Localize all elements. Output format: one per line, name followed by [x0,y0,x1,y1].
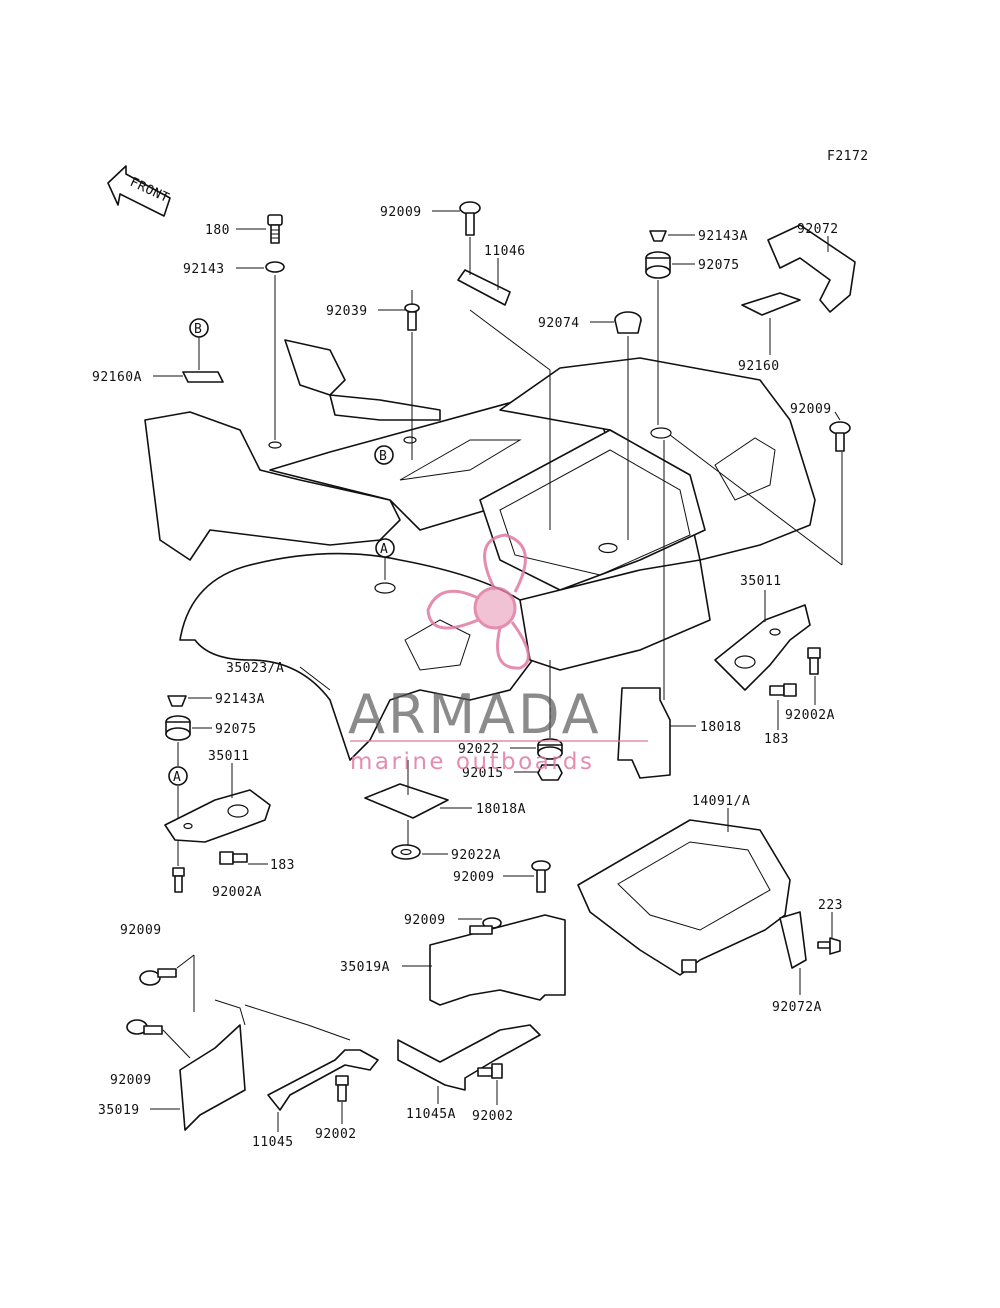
bolt-92002A-right-icon [807,647,821,675]
pin-92039-icon [404,290,420,331]
label-92002A-left: 92002A [212,885,262,900]
label-11046: 11046 [484,244,526,259]
label-92009-bl1: 92009 [120,923,162,938]
pad-92160A-icon [182,371,224,383]
label-35011-left: 35011 [208,749,250,764]
part-labels: 180 92143 92160A 92009 11046 92039 92074… [92,205,843,1150]
leader-lines [150,210,841,1132]
ref-a-circle-center: A [375,538,395,558]
ref-b-circle-left: B [189,318,209,338]
nut-92015-icon [537,764,563,781]
label-92143A-top: 92143A [698,229,748,244]
label-92009-mid: 92009 [453,870,495,885]
label-11045: 11045 [252,1135,294,1150]
label-92074: 92074 [538,316,580,331]
figure-code: F2172 [827,149,869,164]
bracket-35011-right-icon [714,604,811,691]
watermark-tagline: marine outboards [350,749,594,775]
bracket-11045A-icon [397,1024,541,1091]
label-92143A-left: 92143A [215,692,265,707]
label-183-right: 183 [764,732,789,747]
bolt-92009-mid-icon [531,860,551,893]
bolt-92002-b-icon [477,1063,503,1079]
bolt-92002A-left-icon [172,867,185,893]
label-183-left: 183 [270,858,295,873]
label-92072A: 92072A [772,1000,822,1015]
guard-35019-icon [179,1024,246,1131]
bolt-183-left-icon [219,851,248,865]
damper-92022A-icon [391,844,421,860]
svg-text:A: A [380,542,388,557]
label-14091A: 14091/A [692,794,750,809]
label-35019A: 35019A [340,960,390,975]
bolt-92009-right-icon [829,421,851,452]
label-92143: 92143 [183,262,225,277]
label-35019: 35019 [98,1103,140,1118]
label-92160: 92160 [738,359,780,374]
screw-223-icon [817,937,841,955]
label-92075-top: 92075 [698,258,740,273]
bracket-18018-icon [617,687,671,779]
label-92015: 92015 [462,766,504,781]
propeller-logo-icon [426,533,530,670]
guard-35019A-icon [429,914,566,1006]
label-35023A: 35023/A [226,661,284,676]
svg-text:B: B [194,322,202,337]
grommet-92143A-top-icon [649,230,667,242]
label-11045A: 11045A [406,1107,456,1122]
label-92002-b: 92002 [472,1109,514,1124]
label-35011-right: 35011 [740,574,782,589]
label-92022A: 92022A [451,848,501,863]
bracket-11045-icon [267,1049,379,1111]
label-18018: 18018 [700,720,742,735]
label-92009-bl2: 92009 [110,1073,152,1088]
ref-b-circle-mid: B [374,445,394,465]
rear-fender-35023 [144,339,816,761]
pad-92160-icon [741,292,801,316]
clip-11046-icon [457,269,511,306]
damper-92075-top-icon [645,251,671,279]
grommet-92143-icon [265,261,285,273]
watermark-brand: ARMADA [348,683,602,746]
bolt-92009-c-icon [469,917,502,935]
watermark: ARMADA marine outboards [348,533,648,775]
label-92039: 92039 [326,304,368,319]
plate-18018A-icon [364,783,449,819]
label-92160A: 92160A [92,370,142,385]
bolt-180-icon [267,214,283,244]
label-92009-right: 92009 [790,402,832,417]
grommet-92143A-left-icon [167,695,187,707]
bolt-92009-top-icon [459,201,481,236]
label-92009-top: 92009 [380,205,422,220]
label-92022: 92022 [458,742,500,757]
front-arrow-icon: FRONT [107,165,172,217]
bolt-92002-a-icon [335,1075,349,1102]
label-92009-c: 92009 [404,913,446,928]
svg-text:A: A [173,770,181,785]
bolt-183-right-icon [769,683,797,697]
label-92002A-right: 92002A [785,708,835,723]
ref-a-circle-left: A [168,766,188,786]
bolt-92009-bl1-icon [139,968,177,986]
label-92002-a: 92002 [315,1127,357,1142]
clip-92072A-icon [779,911,807,969]
damper-92022-icon [537,738,563,760]
label-223: 223 [818,898,843,913]
label-92072: 92072 [797,222,839,237]
damper-92075-left-icon [165,715,191,741]
bolt-92009-bl2-icon [126,1019,163,1035]
label-18018A: 18018A [476,802,526,817]
bracket-35011-left-icon [164,789,271,843]
label-180: 180 [205,223,230,238]
label-92075-left: 92075 [215,722,257,737]
svg-text:B: B [379,449,387,464]
plug-92074-icon [614,311,642,334]
cover-14091A [577,819,791,976]
